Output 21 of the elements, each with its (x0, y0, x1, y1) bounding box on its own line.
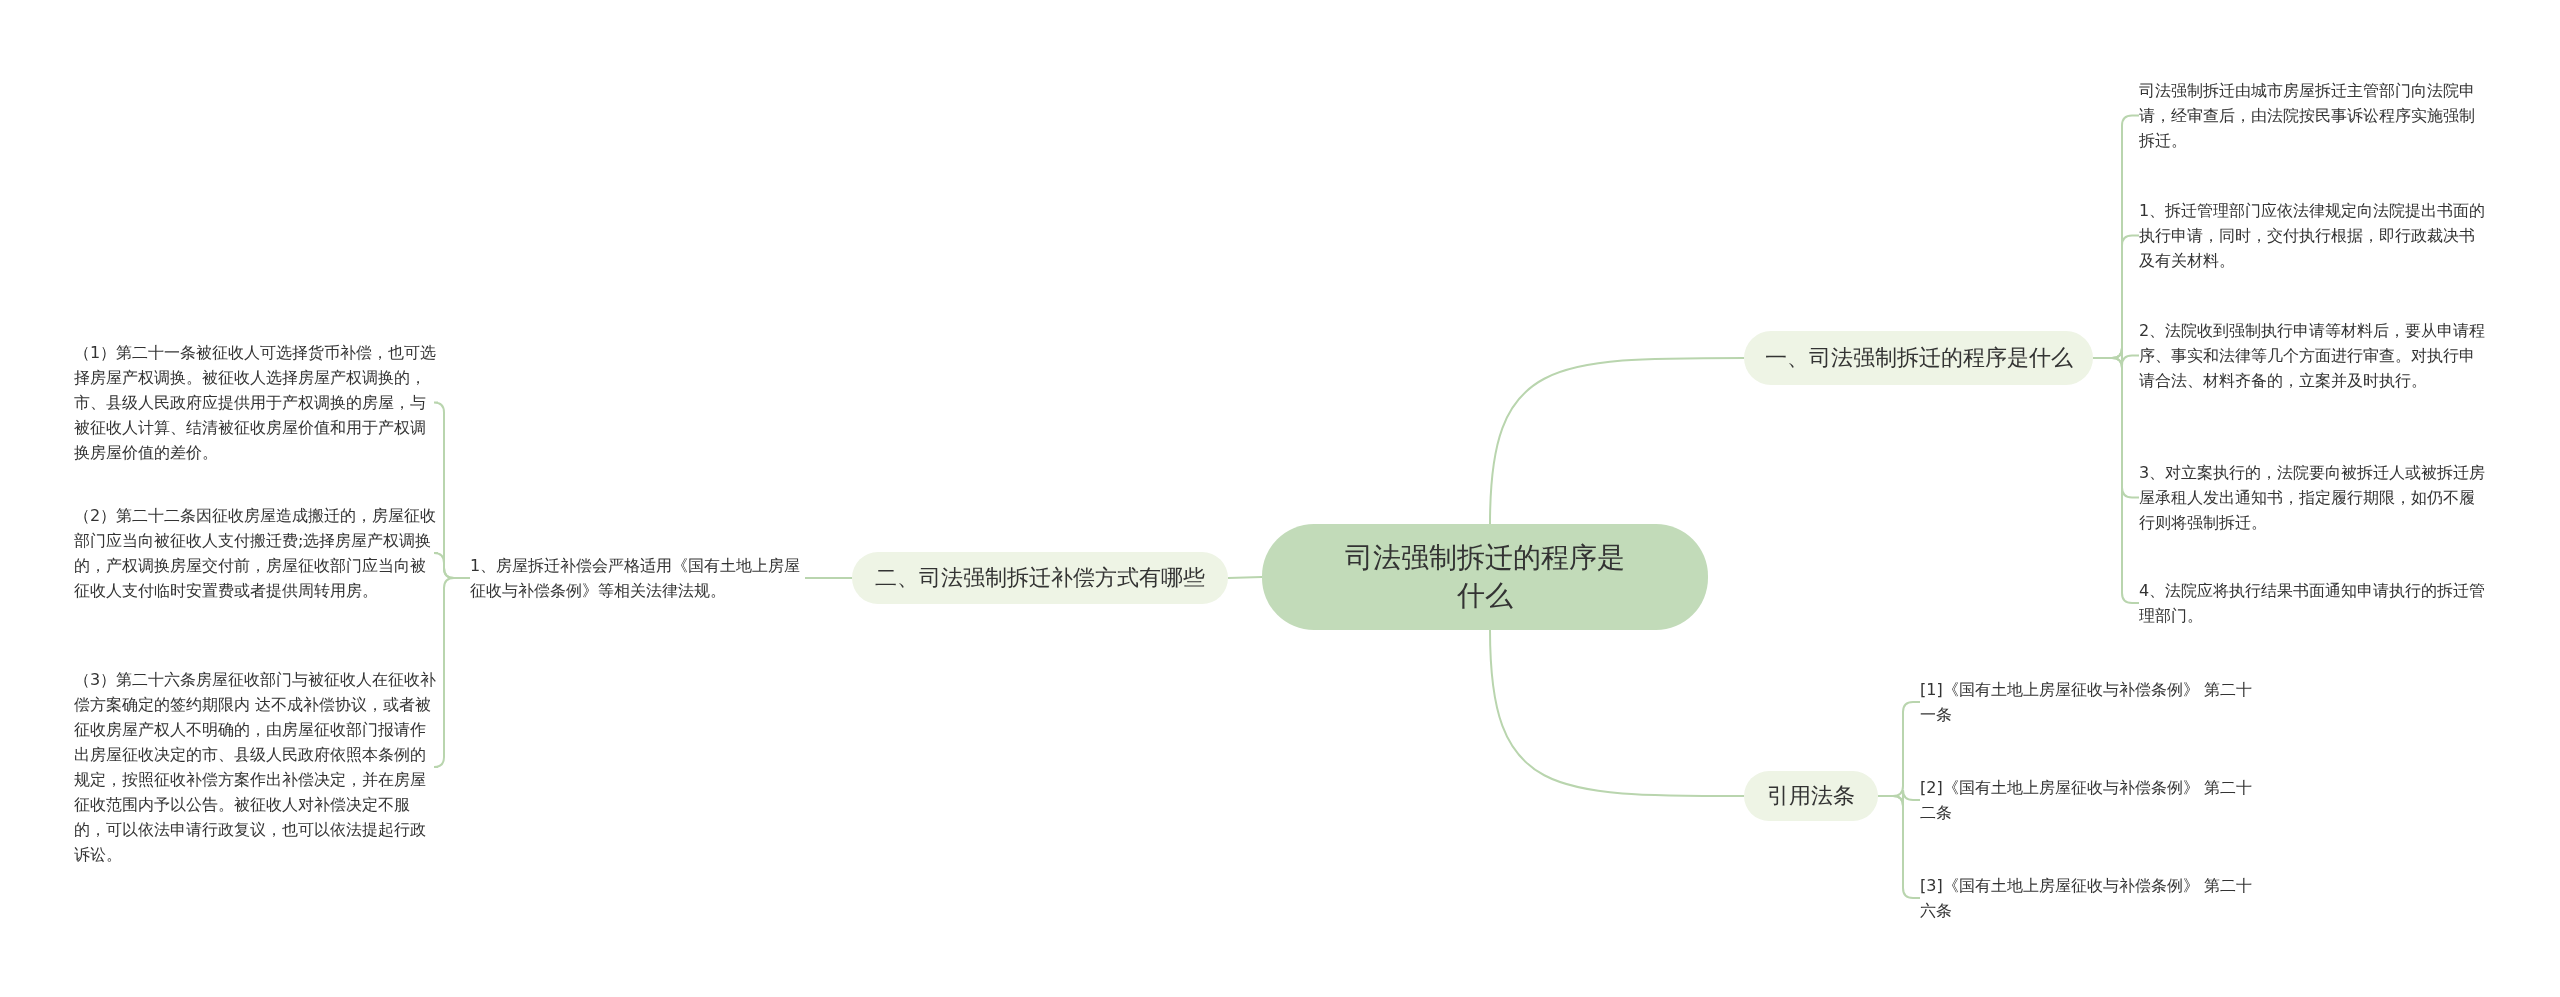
note-text: [2]《国有土地上房屋征收与补偿条例》 第二十二条 (1920, 775, 2265, 825)
note-text: 1、房屋拆迁补偿会严格适用《国有土地上房屋征收与补偿条例》等相关法律法规。 (470, 553, 805, 603)
central-topic: 司法强制拆迁的程序是什么 (1262, 524, 1708, 630)
topic-label: 一、司法强制拆迁的程序是什么 (1744, 331, 2093, 385)
connector-line (1489, 357, 1745, 525)
note-text: 3、对立案执行的，法院要向被拆迁人或被拆迁房屋承租人发出通知书，指定履行期限，如仍不履行则将强制拆迁。 (2139, 460, 2489, 535)
connector-line (433, 577, 471, 768)
note-text: 4、法院应将执行结果书面通知申请执行的拆迁管理部门。 (2139, 578, 2489, 628)
connector-line (1227, 576, 1263, 579)
connector-line (804, 577, 853, 579)
note-text: （2）第二十二条因征收房屋造成搬迁的，房屋征收部门应当向被征收人支付搬迁费;选择房屋产权调换的，产权调换房屋交付前，房屋征收部门应当向被征收人支付临时安置费或者提供周转用房。 (74, 503, 438, 603)
connector-line (1489, 629, 1745, 797)
note-text: （3）第二十六条房屋征收部门与被征收人在征收补偿方案确定的签约期限内 达不成补偿协议，或者被征收房屋产权人不明确的，由房屋征收部门报请作出房屋征收决定的市、县级人民政府依照本条例的规定，按照征收补偿方案作出补偿决定，并在房屋征收范围内予以公告。被征收人对补偿决定不服的，可以依法申请行政复议，也可以依法提起行政诉讼。 (74, 667, 438, 867)
note-text: [1]《国有土地上房屋征收与补偿条例》 第二十一条 (1920, 677, 2265, 727)
note-text: [3]《国有土地上房屋征收与补偿条例》 第二十六条 (1920, 873, 2265, 923)
note-text: （1）第二十一条被征收人可选择货币补偿，也可选择房屋产权调换。被征收人选择房屋产权调换的，市、县级人民政府应提供用于产权调换的房屋，与被征收人计算、结清被征收房屋价值和用于产权调换房屋价值的差价。 (74, 340, 438, 465)
topic-label: 引用法条 (1744, 771, 1878, 821)
topic-label: 二、司法强制拆迁补偿方式有哪些 (852, 552, 1228, 604)
note-text: 司法强制拆迁由城市房屋拆迁主管部门向法院申请，经审查后，由法院按民事诉讼程序实施强制拆迁。 (2139, 78, 2489, 153)
note-text: 2、法院收到强制执行申请等材料后，要从申请程序、事实和法律等几个方面进行审查。对执行申请合法、材料齐备的，立案并及时执行。 (2139, 318, 2489, 393)
note-text: 1、拆迁管理部门应依法律规定向法院提出书面的执行申请，同时，交付执行根据，即行政裁决书及有关材料。 (2139, 198, 2489, 273)
